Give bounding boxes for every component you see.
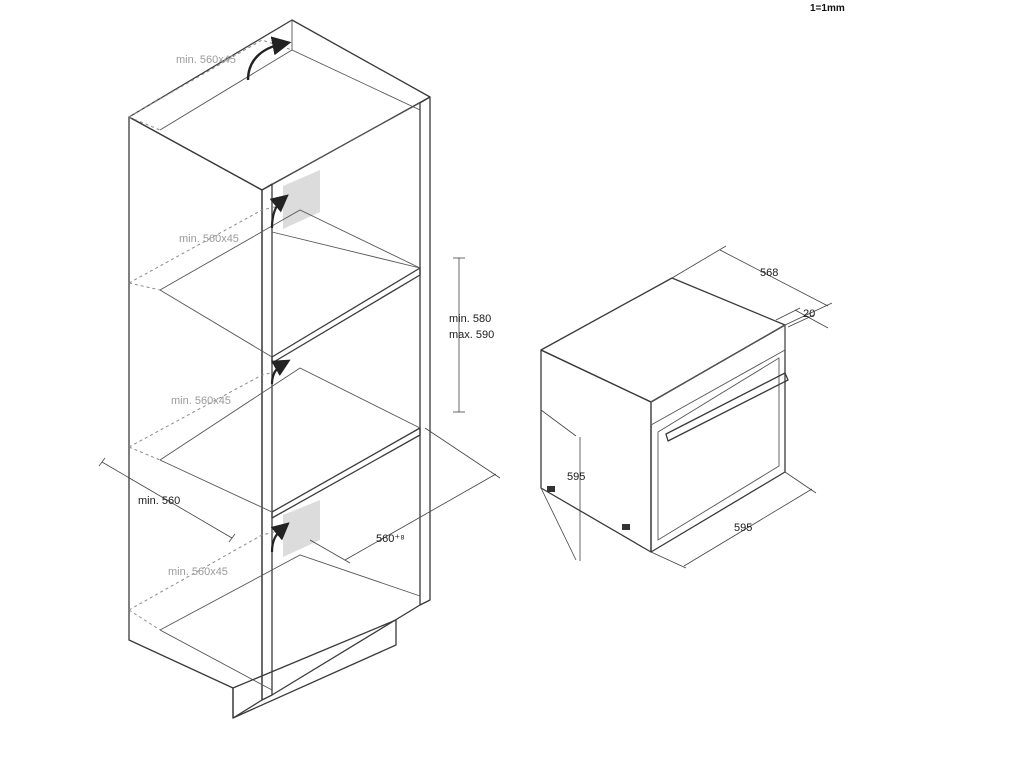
airflow-middle-arrow <box>270 359 291 385</box>
oven-foot-left <box>547 486 555 492</box>
vent-upper-outline <box>128 204 284 284</box>
tall-cabinet: min. 560x45 min. 560x45 min. 560x45 min.… <box>98 19 501 719</box>
vent-middle-outline <box>128 369 284 448</box>
vent-lower-outline <box>128 529 284 611</box>
oven-door-dim-line <box>794 309 829 329</box>
airflow-top-arrow <box>246 36 292 81</box>
label-oven-door: 20 <box>803 308 815 320</box>
niche-depth-dim-line <box>344 473 497 561</box>
airflow-lower-arrow <box>270 522 290 553</box>
vent-top-outline <box>128 39 293 118</box>
oven-depth-dim-line <box>719 249 829 307</box>
label-vent-lower: min. 560x45 <box>168 566 228 578</box>
label-oven-height: 595 <box>567 471 585 483</box>
label-vent-middle: min. 560x45 <box>171 395 231 407</box>
label-cabinet-width: min. 560 <box>138 495 180 507</box>
label-niche-height-max: max. 590 <box>449 329 494 341</box>
oven-width-dim-line <box>683 488 813 567</box>
scale-note: 1=1mm <box>810 3 845 14</box>
cabinet-front-right-stile <box>261 183 273 701</box>
cabinet-width-dim-line <box>101 461 233 539</box>
label-niche-height-min: min. 580 <box>449 313 491 325</box>
lower-vent-shaft <box>283 500 320 557</box>
oven-door <box>650 324 786 553</box>
oven: 568 20 595 595 <box>540 245 833 569</box>
upper-vent-shaft <box>283 170 320 229</box>
shelf-upper <box>271 267 421 364</box>
label-oven-depth: 568 <box>760 267 778 279</box>
airflow-upper-arrow <box>269 194 289 229</box>
cabinet-left-side <box>128 116 263 719</box>
label-vent-upper: min. 560x45 <box>179 233 239 245</box>
shelf-middle <box>271 427 421 519</box>
label-oven-width: 595 <box>734 522 752 534</box>
label-niche-depth: 560⁺⁸ <box>376 533 405 545</box>
cabinet-right-side <box>419 96 431 606</box>
label-vent-top: min. 560x45 <box>176 54 236 66</box>
cabinet-plinth <box>232 619 397 719</box>
oven-handle <box>665 372 789 442</box>
oven-foot-right <box>622 524 630 530</box>
oven-control-panel <box>650 324 786 426</box>
oven-top <box>540 277 786 403</box>
